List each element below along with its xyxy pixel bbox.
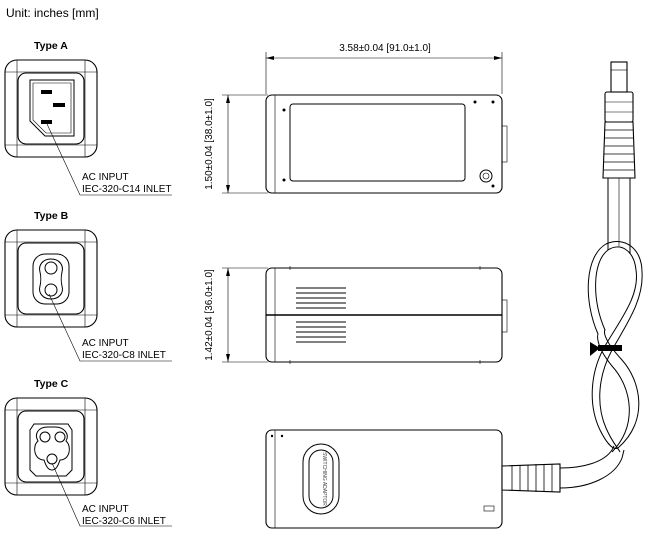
type-a-leader-line (46, 123, 172, 196)
badge-outer (302, 443, 340, 515)
type-b-view: Type B AC INPUT IEC-320-C8 INLET (4, 210, 172, 362)
unit-label: Unit: inches [mm] (6, 6, 99, 20)
type-c-leader-line (51, 462, 172, 527)
type-b-title: Type B (34, 210, 69, 222)
type-c-caption-2: IEC-320-C6 INLET (82, 516, 166, 527)
cable-tie-left (590, 342, 600, 356)
cable-tie-band (598, 345, 622, 351)
side-vent-slots (296, 287, 346, 343)
adapter-side-view (265, 266, 508, 364)
badge-inner (308, 449, 334, 509)
dc-plug-barrel (610, 61, 628, 93)
adapter-bottom-view: SWITCHING ADAPTOR (265, 429, 503, 529)
c6-socket-right (54, 431, 66, 443)
c6-socket-bottom (46, 453, 58, 465)
height-dimension: 1.42±0.04 [36.0±1.0] (204, 267, 268, 363)
type-c-end-face (4, 397, 98, 496)
height-dimension-label: 1.42±0.04 [36.0±1.0] (204, 269, 215, 361)
dc-plug-body (604, 91, 634, 123)
type-b-caption-1: AC INPUT (82, 338, 129, 349)
top-label-area (289, 103, 466, 182)
led-indicator (479, 169, 493, 183)
c8-socket-bottom (44, 283, 58, 297)
type-c-view: Type C AC INPUT IEC-320-C6 INLET (4, 378, 172, 527)
type-c-title: Type C (34, 378, 69, 390)
type-a-title: Type A (34, 40, 68, 52)
type-a-caption-1: AC INPUT (82, 172, 129, 183)
length-dimension-label: 3.58±0.04 [91.0±1.0] (339, 43, 431, 54)
badge-text: SWITCHING ADAPTOR (321, 452, 327, 506)
type-a-caption-2: IEC-320-C14 INLET (82, 184, 171, 195)
type-b-caption-2: IEC-320-C8 INLET (82, 350, 166, 361)
c8-socket-top (44, 261, 58, 275)
c14-pin-earth (53, 103, 65, 107)
adapter-top-view (265, 94, 508, 194)
c14-pin-bottom (41, 120, 52, 124)
width-dimension: 1.50±0.04 [38.0±1.0] (204, 94, 268, 194)
type-b-leader-line (48, 293, 172, 362)
dc-cable (501, 61, 643, 493)
length-dimension: 3.58±0.04 [91.0±1.0] (265, 43, 503, 94)
type-a-view: Type A AC INPUT IEC-320-C14 INLET (4, 40, 172, 196)
c14-pin-top (41, 90, 52, 94)
width-dimension-label: 1.50±0.04 [38.0±1.0] (204, 98, 215, 190)
type-b-end-face (4, 229, 98, 328)
type-a-end-face (4, 59, 98, 158)
bottom-vent-slot (483, 505, 495, 512)
c6-socket-left (39, 431, 51, 443)
type-c-caption-1: AC INPUT (82, 504, 129, 515)
